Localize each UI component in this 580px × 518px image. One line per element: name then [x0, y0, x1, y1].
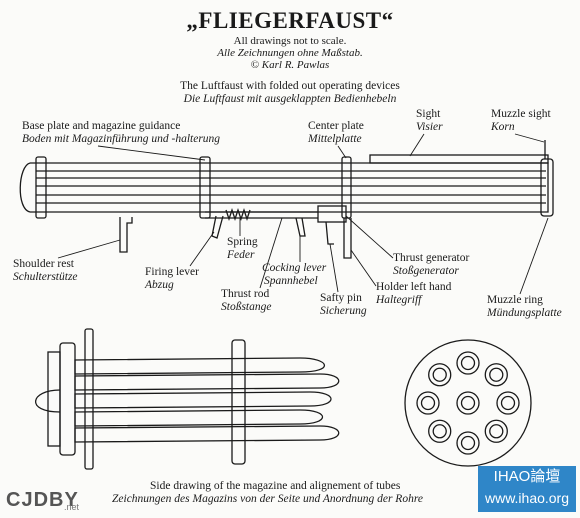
muzzle-plate-outline: [404, 339, 532, 467]
tube-opening: [484, 419, 508, 443]
shoulder-rest: [119, 217, 133, 253]
tube-bore: [489, 424, 504, 439]
label-holder-de: Haltegriff: [376, 294, 422, 306]
tube-bore: [460, 355, 476, 371]
label-muzzle-sight-en: Muzzle sight: [491, 108, 551, 120]
thrust-generator: [317, 205, 347, 223]
safety-pin: [325, 221, 334, 245]
muzzle-ring: [540, 158, 554, 217]
magazine-side-view: [34, 328, 340, 470]
cocking-lever: [295, 217, 306, 237]
cjdby-logo-text: CJDBY: [6, 489, 79, 511]
label-base-plate-de: Boden mit Magazinführung und -halterung: [22, 133, 221, 145]
tube-bore: [489, 367, 504, 382]
ihao-watermark: IHAO論壇 www.ihao.org: [478, 466, 576, 512]
label-muzzle-sight-de: Korn: [491, 121, 515, 133]
label-center-plate-de: Mittelplatte: [308, 133, 362, 145]
label-sight-en: Sight: [416, 108, 441, 120]
tube-opening: [456, 431, 480, 455]
label-muzzle-ring-en: Muzzle ring: [487, 294, 543, 306]
launcher-side-view: [19, 140, 554, 259]
cjdby-watermark: CJDBY .net: [6, 489, 96, 513]
label-sight-de: Visier: [416, 121, 443, 133]
footer-caption-en: Side drawing of the magazine and alignem…: [150, 480, 401, 492]
tube-bore: [420, 395, 436, 411]
label-shoulder-rest-en: Shoulder rest: [13, 258, 75, 270]
tube-opening: [456, 391, 480, 415]
spring: [225, 207, 251, 222]
label-thrust-rod-de: Stoßstange: [221, 301, 272, 313]
ihao-watermark-top: IHAO論壇: [493, 468, 561, 485]
scale-note-en: All drawings not to scale.: [233, 35, 347, 47]
tube-opening: [484, 363, 508, 387]
credit: © Karl R. Pawlas: [250, 59, 330, 71]
label-spring-en: Spring: [227, 236, 258, 248]
sight-rail: [369, 154, 549, 164]
label-base-plate-en: Base plate and magazine guidance: [22, 120, 181, 132]
caption-en: The Luftfaust with folded out operating …: [180, 80, 400, 92]
leader-lines: [57, 133, 549, 295]
tube-end-view: [404, 339, 532, 467]
label-shoulder-rest-de: Schulterstütze: [13, 271, 78, 283]
base-plate: [35, 156, 47, 219]
tube-bore: [460, 435, 476, 451]
label-thrust-generator-de: Stoßgenerator: [393, 265, 459, 277]
label-holder-en: Holder left hand: [376, 281, 452, 293]
tube-opening: [416, 391, 440, 415]
tube-opening: [428, 419, 452, 443]
label-thrust-rod-en: Thrust rod: [221, 288, 270, 300]
tube-bore: [500, 395, 516, 411]
label-firing-lever-de: Abzug: [145, 279, 174, 291]
tube-opening: [496, 391, 520, 415]
holder-left-hand: [343, 218, 352, 259]
label-thrust-generator-en: Thrust generator: [393, 252, 470, 264]
label-safety-pin-de: Sicherung: [320, 305, 367, 317]
barrel-breech: [19, 162, 31, 213]
label-safety-pin-en: Safty pin: [320, 292, 362, 304]
label-center-plate-en: Center plate: [308, 120, 364, 132]
tube-opening: [428, 363, 452, 387]
footer-caption-de: Zeichnungen des Magazins von der Seite u…: [112, 493, 423, 505]
tube-opening: [456, 351, 480, 375]
firing-lever: [211, 215, 224, 239]
scale-note-de: Alle Zeichnungen ohne Maßstab.: [217, 47, 363, 59]
tube-bore: [460, 395, 476, 411]
cjdby-logo-sub: .net: [64, 502, 80, 512]
rear-plate: [199, 156, 211, 219]
label-firing-lever-en: Firing lever: [145, 266, 199, 278]
label-muzzle-ring-de: Mündungsplatte: [487, 307, 562, 319]
tube-bore: [432, 367, 447, 382]
label-spring-de: Feder: [227, 249, 255, 261]
page-title: „FLIEGERFAUST“: [186, 8, 394, 33]
tube-bore: [432, 424, 447, 439]
label-cocking-lever-de: Spannhebel: [264, 275, 318, 287]
label-cocking-lever-en: Cocking lever: [262, 262, 327, 274]
ihao-watermark-bottom: www.ihao.org: [484, 490, 570, 506]
caption-de: Die Luftfaust mit ausgeklappten Bedienhe…: [183, 93, 397, 105]
